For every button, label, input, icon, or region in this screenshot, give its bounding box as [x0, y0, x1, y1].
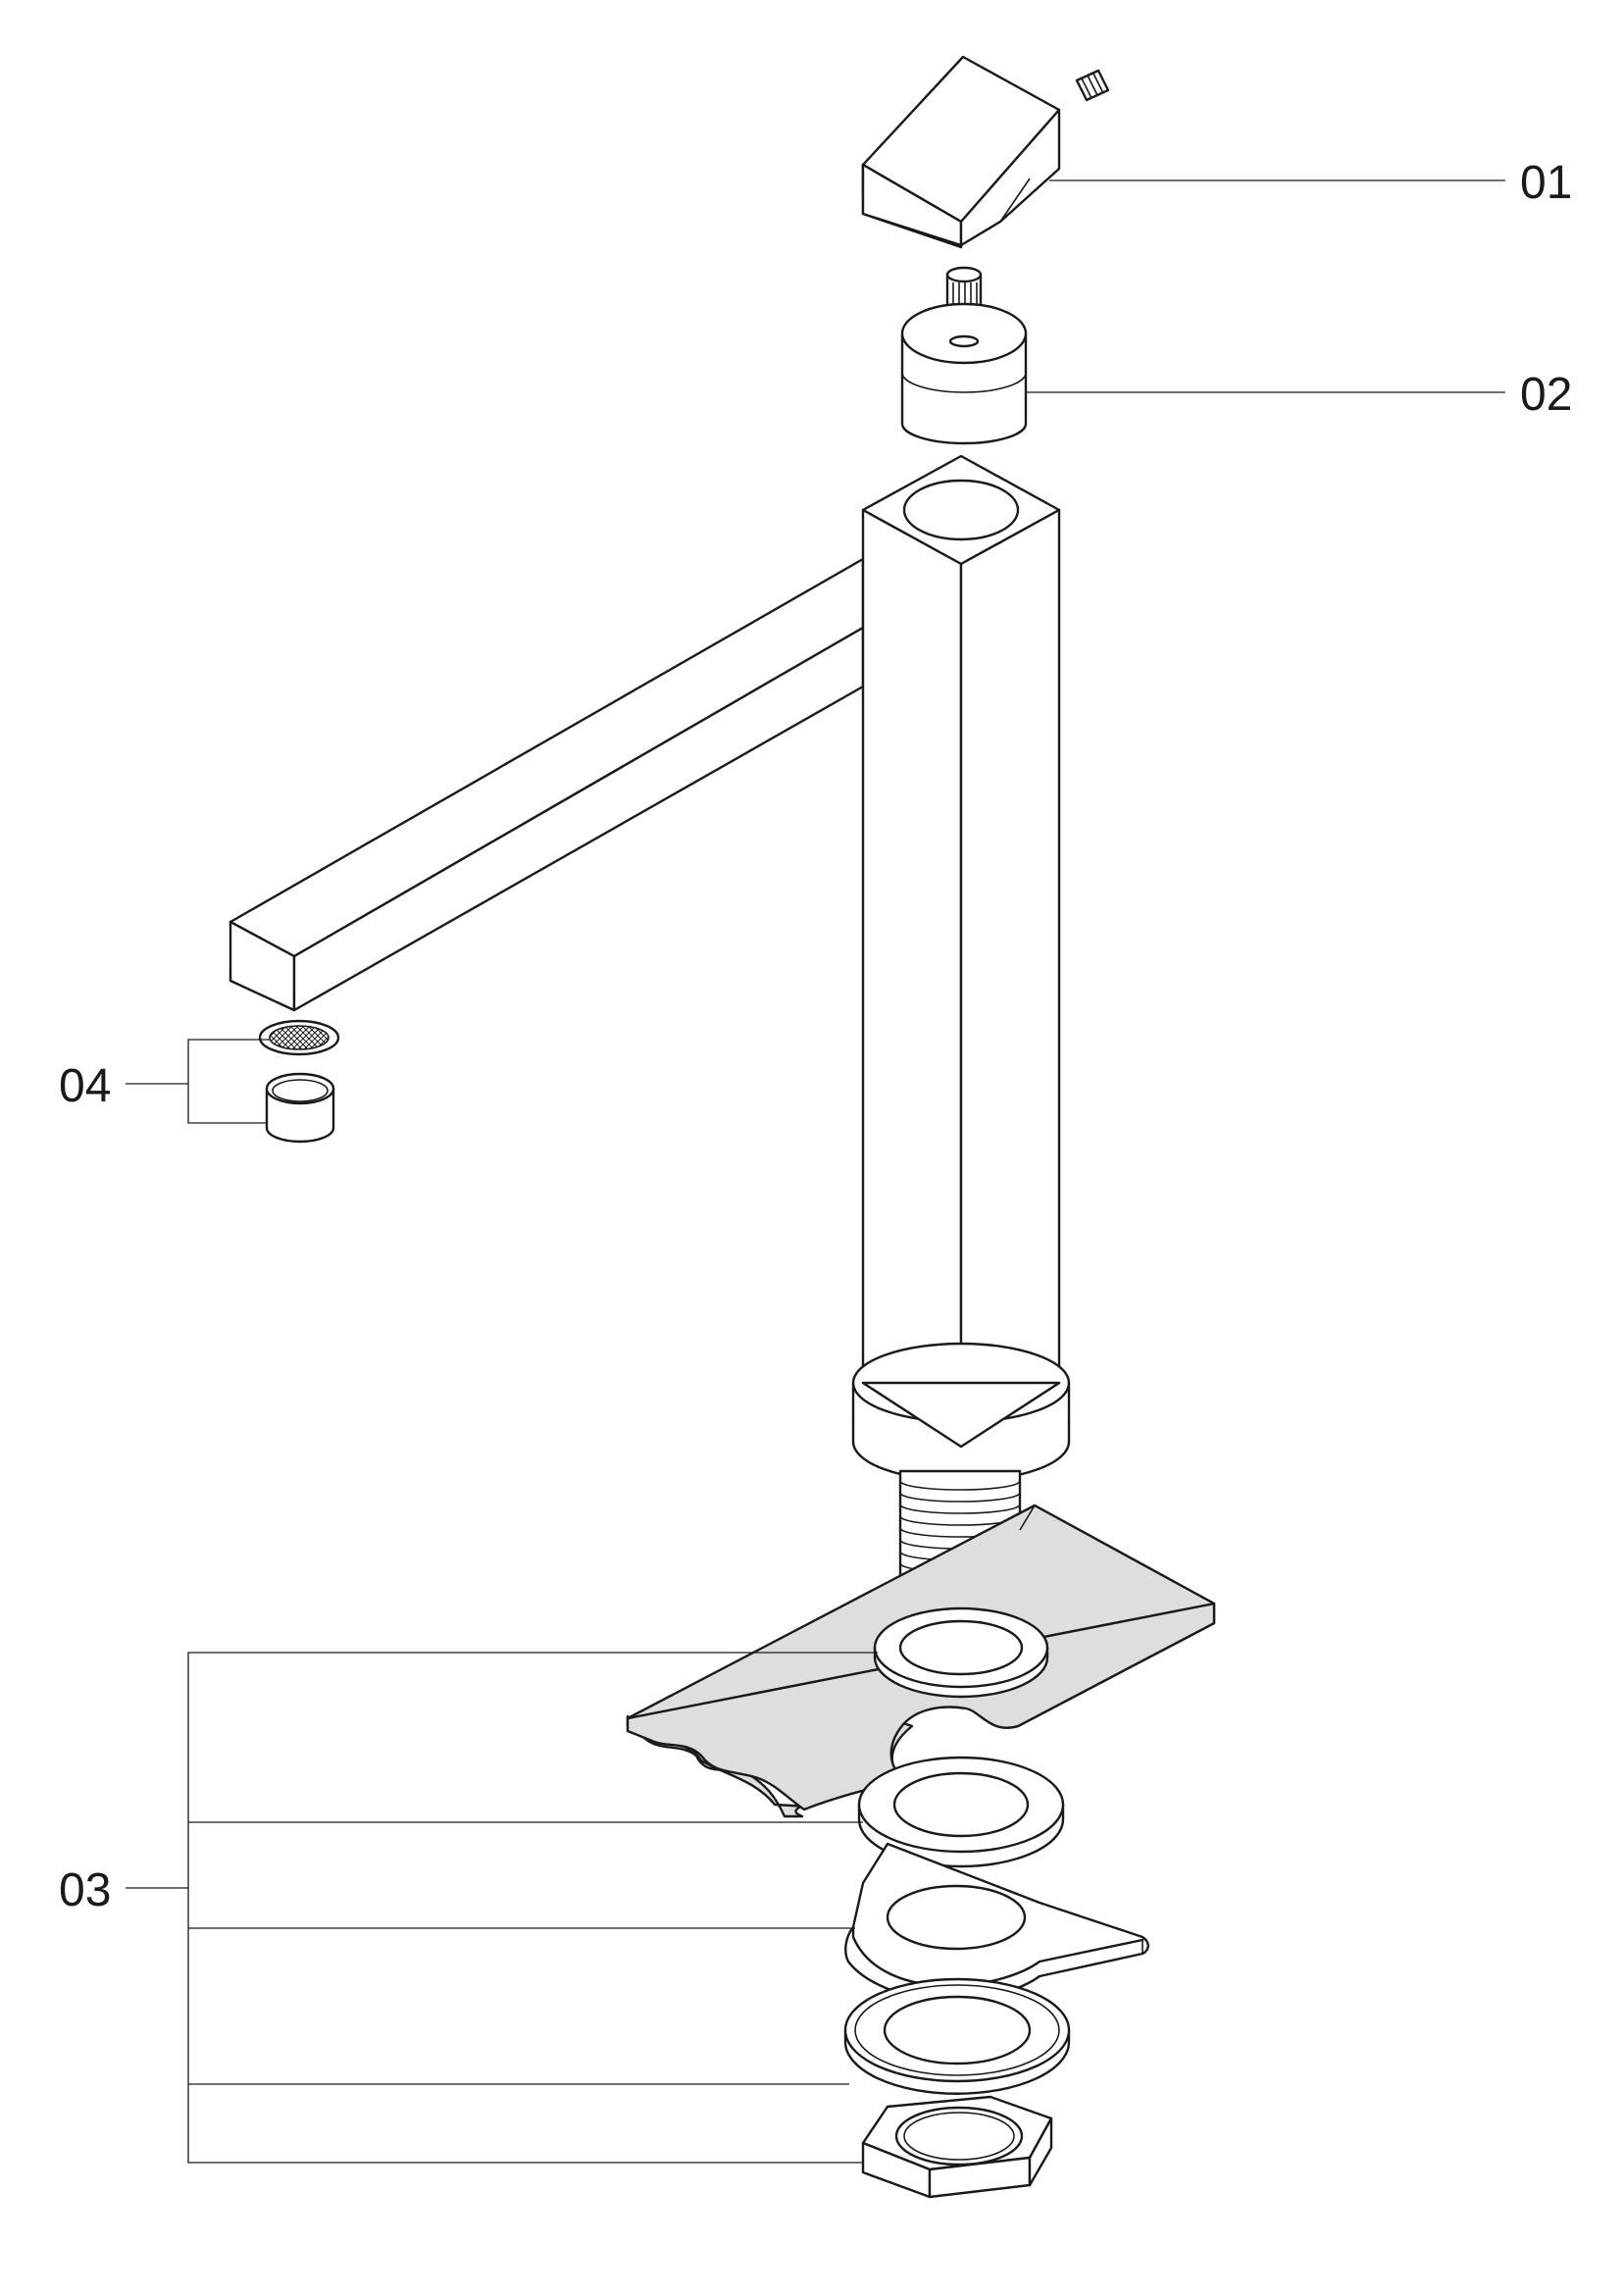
- callout-03: 03: [59, 1864, 111, 1916]
- grub-screw: [1075, 69, 1110, 102]
- aerator-screen: [258, 1019, 340, 1056]
- mounting-bracket: [844, 1842, 1149, 2003]
- hex-nut: [861, 2095, 1053, 2199]
- top-washer: [873, 1606, 1049, 1699]
- cartridge: [900, 266, 1028, 445]
- aerator-housing: [265, 1072, 335, 1144]
- rubber-gasket: [843, 1977, 1071, 2095]
- callout-02: 02: [1520, 369, 1572, 421]
- callout-04: 04: [59, 1060, 111, 1112]
- leader-lines: [126, 179, 1505, 2164]
- handle-cube: [861, 55, 1061, 249]
- faucet-body: [228, 454, 1071, 1483]
- flat-washer: [857, 1756, 1065, 1868]
- callout-01: 01: [1520, 157, 1572, 209]
